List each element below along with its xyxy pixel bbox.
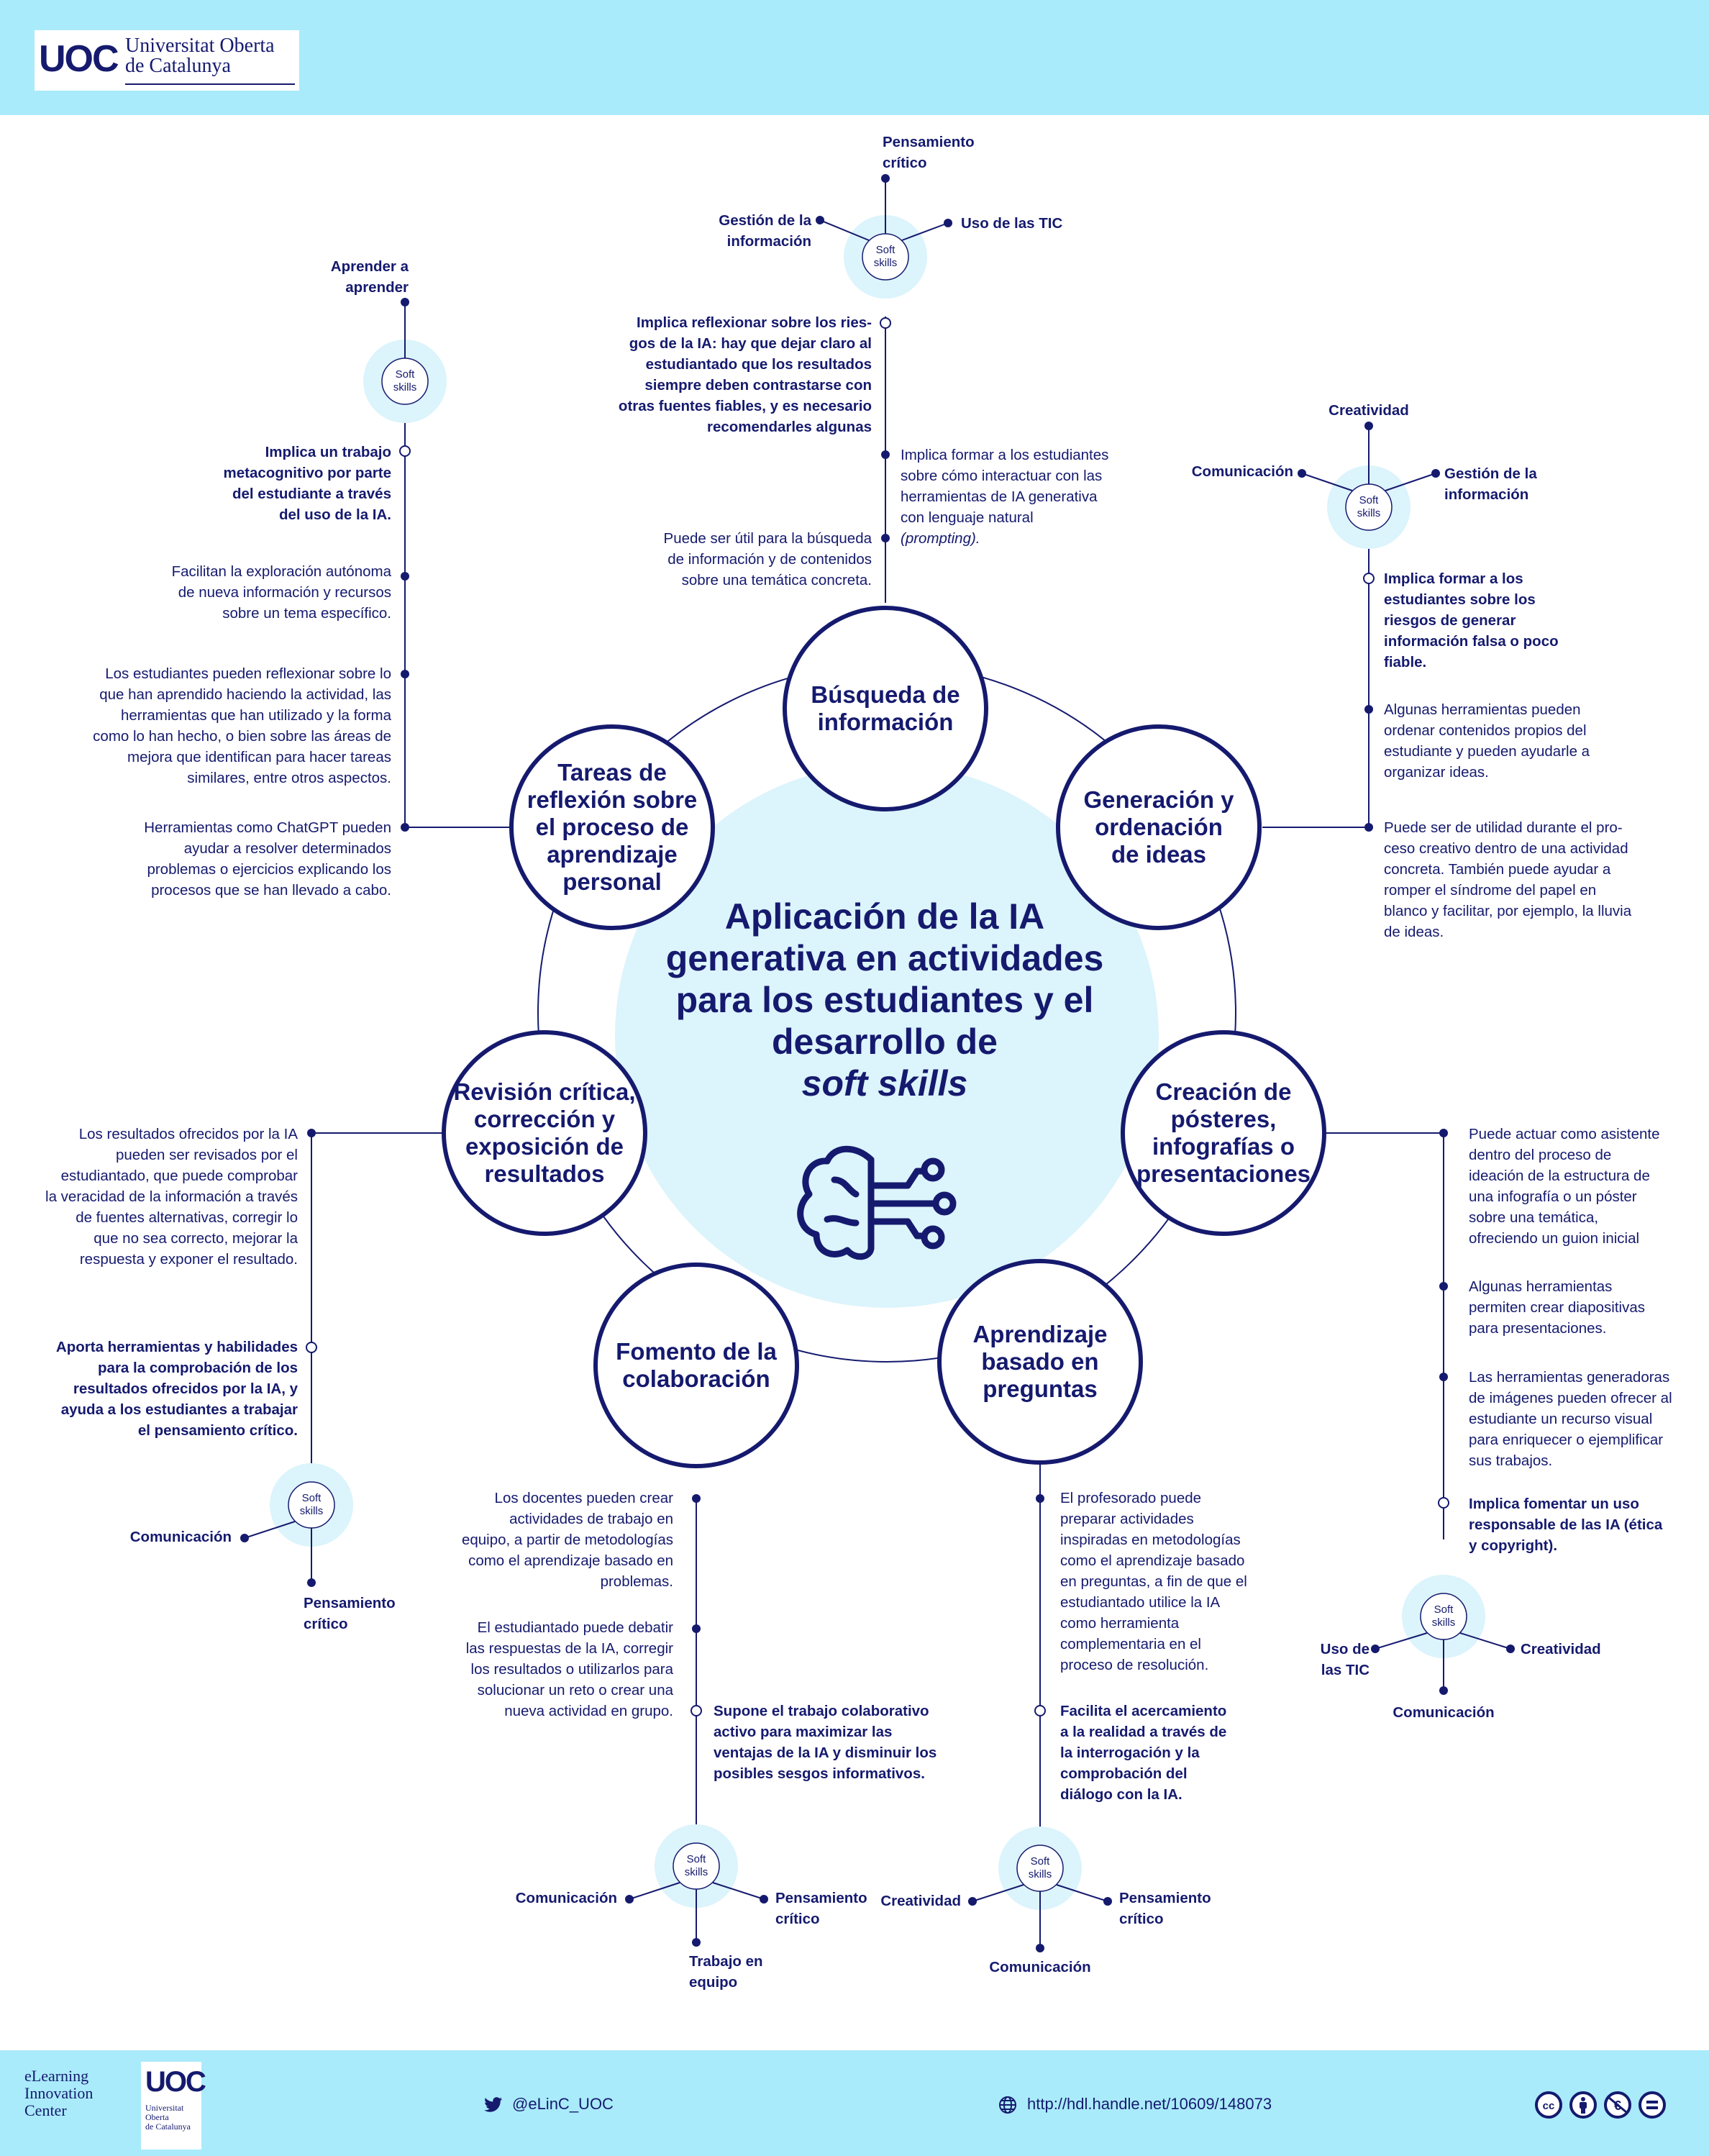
center-disc [615,764,1159,1308]
generacion-item: Puede ser de utilidad durante el pro-ces… [1384,819,1632,940]
skill-creatividad: Creatividad [1521,1641,1601,1657]
cc-icon: cc [1535,2091,1562,2119]
skill-creatividad: Creatividad [880,1893,961,1909]
handle-url-link[interactable]: http://hdl.handle.net/10609/148073 [1027,2095,1272,2113]
skill-comunicacion: Comunicación [1191,463,1293,480]
nd-icon [1639,2091,1666,2119]
uoc-org-name-box: Universitat Oberta de Catalunya [119,30,299,91]
node-generacion-circle [1056,724,1262,930]
svg-text:cc: cc [1543,2100,1555,2112]
footer-band [0,2050,1709,2156]
twitter-handle[interactable]: @eLinC_UOC [512,2095,614,2113]
skill-creatividad: Creatividad [1329,402,1409,419]
org-name-line2: de Catalunya [125,55,231,77]
node-revision-circle [442,1030,647,1236]
node-creacion-circle [1121,1030,1326,1236]
node-busqueda-circle [783,606,988,811]
org-name-rule [125,83,295,85]
node-aprendizaje-circle [937,1259,1143,1465]
skill-comunicacion: Comunicación [1393,1704,1495,1721]
globe-icon [998,2096,1017,2118]
tareas-item: Los estudiantes pueden reflexionar sobre… [93,665,391,786]
skill-comunicacion: Comunicación [129,1529,232,1545]
skill-uso-tic: Uso de las TIC [961,215,1063,232]
by-icon [1569,2091,1597,2119]
license-icons[interactable]: cc € [1534,2091,1667,2119]
nc-icon: € [1604,2091,1631,2119]
org-name-line1: Universitat Oberta [125,35,275,57]
twitter-icon [484,2097,503,2113]
skill-comunicacion: Comunicación [989,1959,1091,1975]
brain-circuit-icon [797,1145,957,1260]
uoc-logo[interactable]: UOC [35,30,119,91]
node-tareas-circle [509,724,715,930]
main-title: Aplicación de la IA generativa en activi… [665,896,1104,1104]
busqueda-implica: Implica reflexionar sobre los ries-gos d… [618,314,872,435]
node-fomento-circle [593,1263,799,1468]
skill-comunicacion: Comunicación [515,1890,617,1906]
